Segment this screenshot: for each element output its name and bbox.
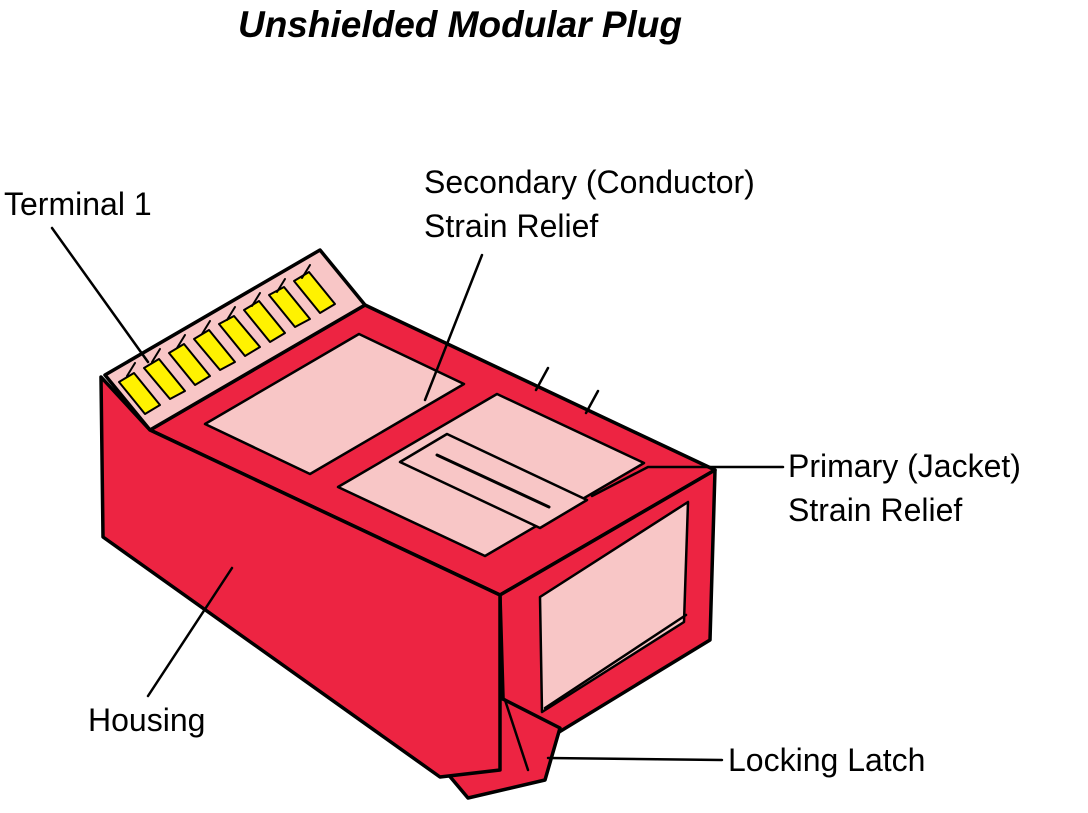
secondary-strain-relief-window [203, 332, 466, 476]
contact-tip-line [301, 264, 311, 279]
rim-step-line [584, 389, 600, 415]
terminal-contact-2 [143, 358, 186, 400]
locking-latch-fold-line [503, 698, 530, 772]
contact-tip-line [276, 278, 286, 293]
cable-entry-cavity [538, 500, 690, 714]
contact-tip-line [176, 334, 186, 349]
diagram-title: Unshielded Modular Plug [237, 4, 683, 45]
housing-face [99, 375, 502, 779]
label-locking-latch: Locking Latch [728, 742, 926, 778]
label-primary-strain-relief: Primary (Jacket) Strain Relief [788, 448, 1021, 528]
label-housing: Housing [88, 702, 206, 738]
rim-step-line [534, 366, 550, 392]
leader-line-housing [146, 566, 234, 698]
primary-strain-relief-slot [435, 453, 551, 509]
contact-tip-line [226, 306, 236, 321]
leader-line-primary [590, 465, 785, 498]
leader-line-terminal [50, 226, 150, 364]
leader-line-locking-latch [546, 756, 724, 762]
contact-tip-line [201, 320, 211, 335]
label-secondary-strain-relief: Secondary (Conductor) Strain Relief [424, 164, 755, 244]
contact-tip-line [251, 292, 261, 307]
cavity-interior-edge [543, 613, 688, 710]
terminal-contact-5 [218, 315, 261, 357]
leader-line-secondary [423, 253, 484, 402]
contact-tip-line [126, 362, 136, 377]
terminal-contact-4 [193, 329, 236, 371]
terminal-contact-1 [118, 372, 161, 415]
contact-tip-line [151, 348, 161, 363]
terminal-contact-3 [168, 343, 211, 386]
label-terminal-1: Terminal 1 [4, 186, 152, 222]
